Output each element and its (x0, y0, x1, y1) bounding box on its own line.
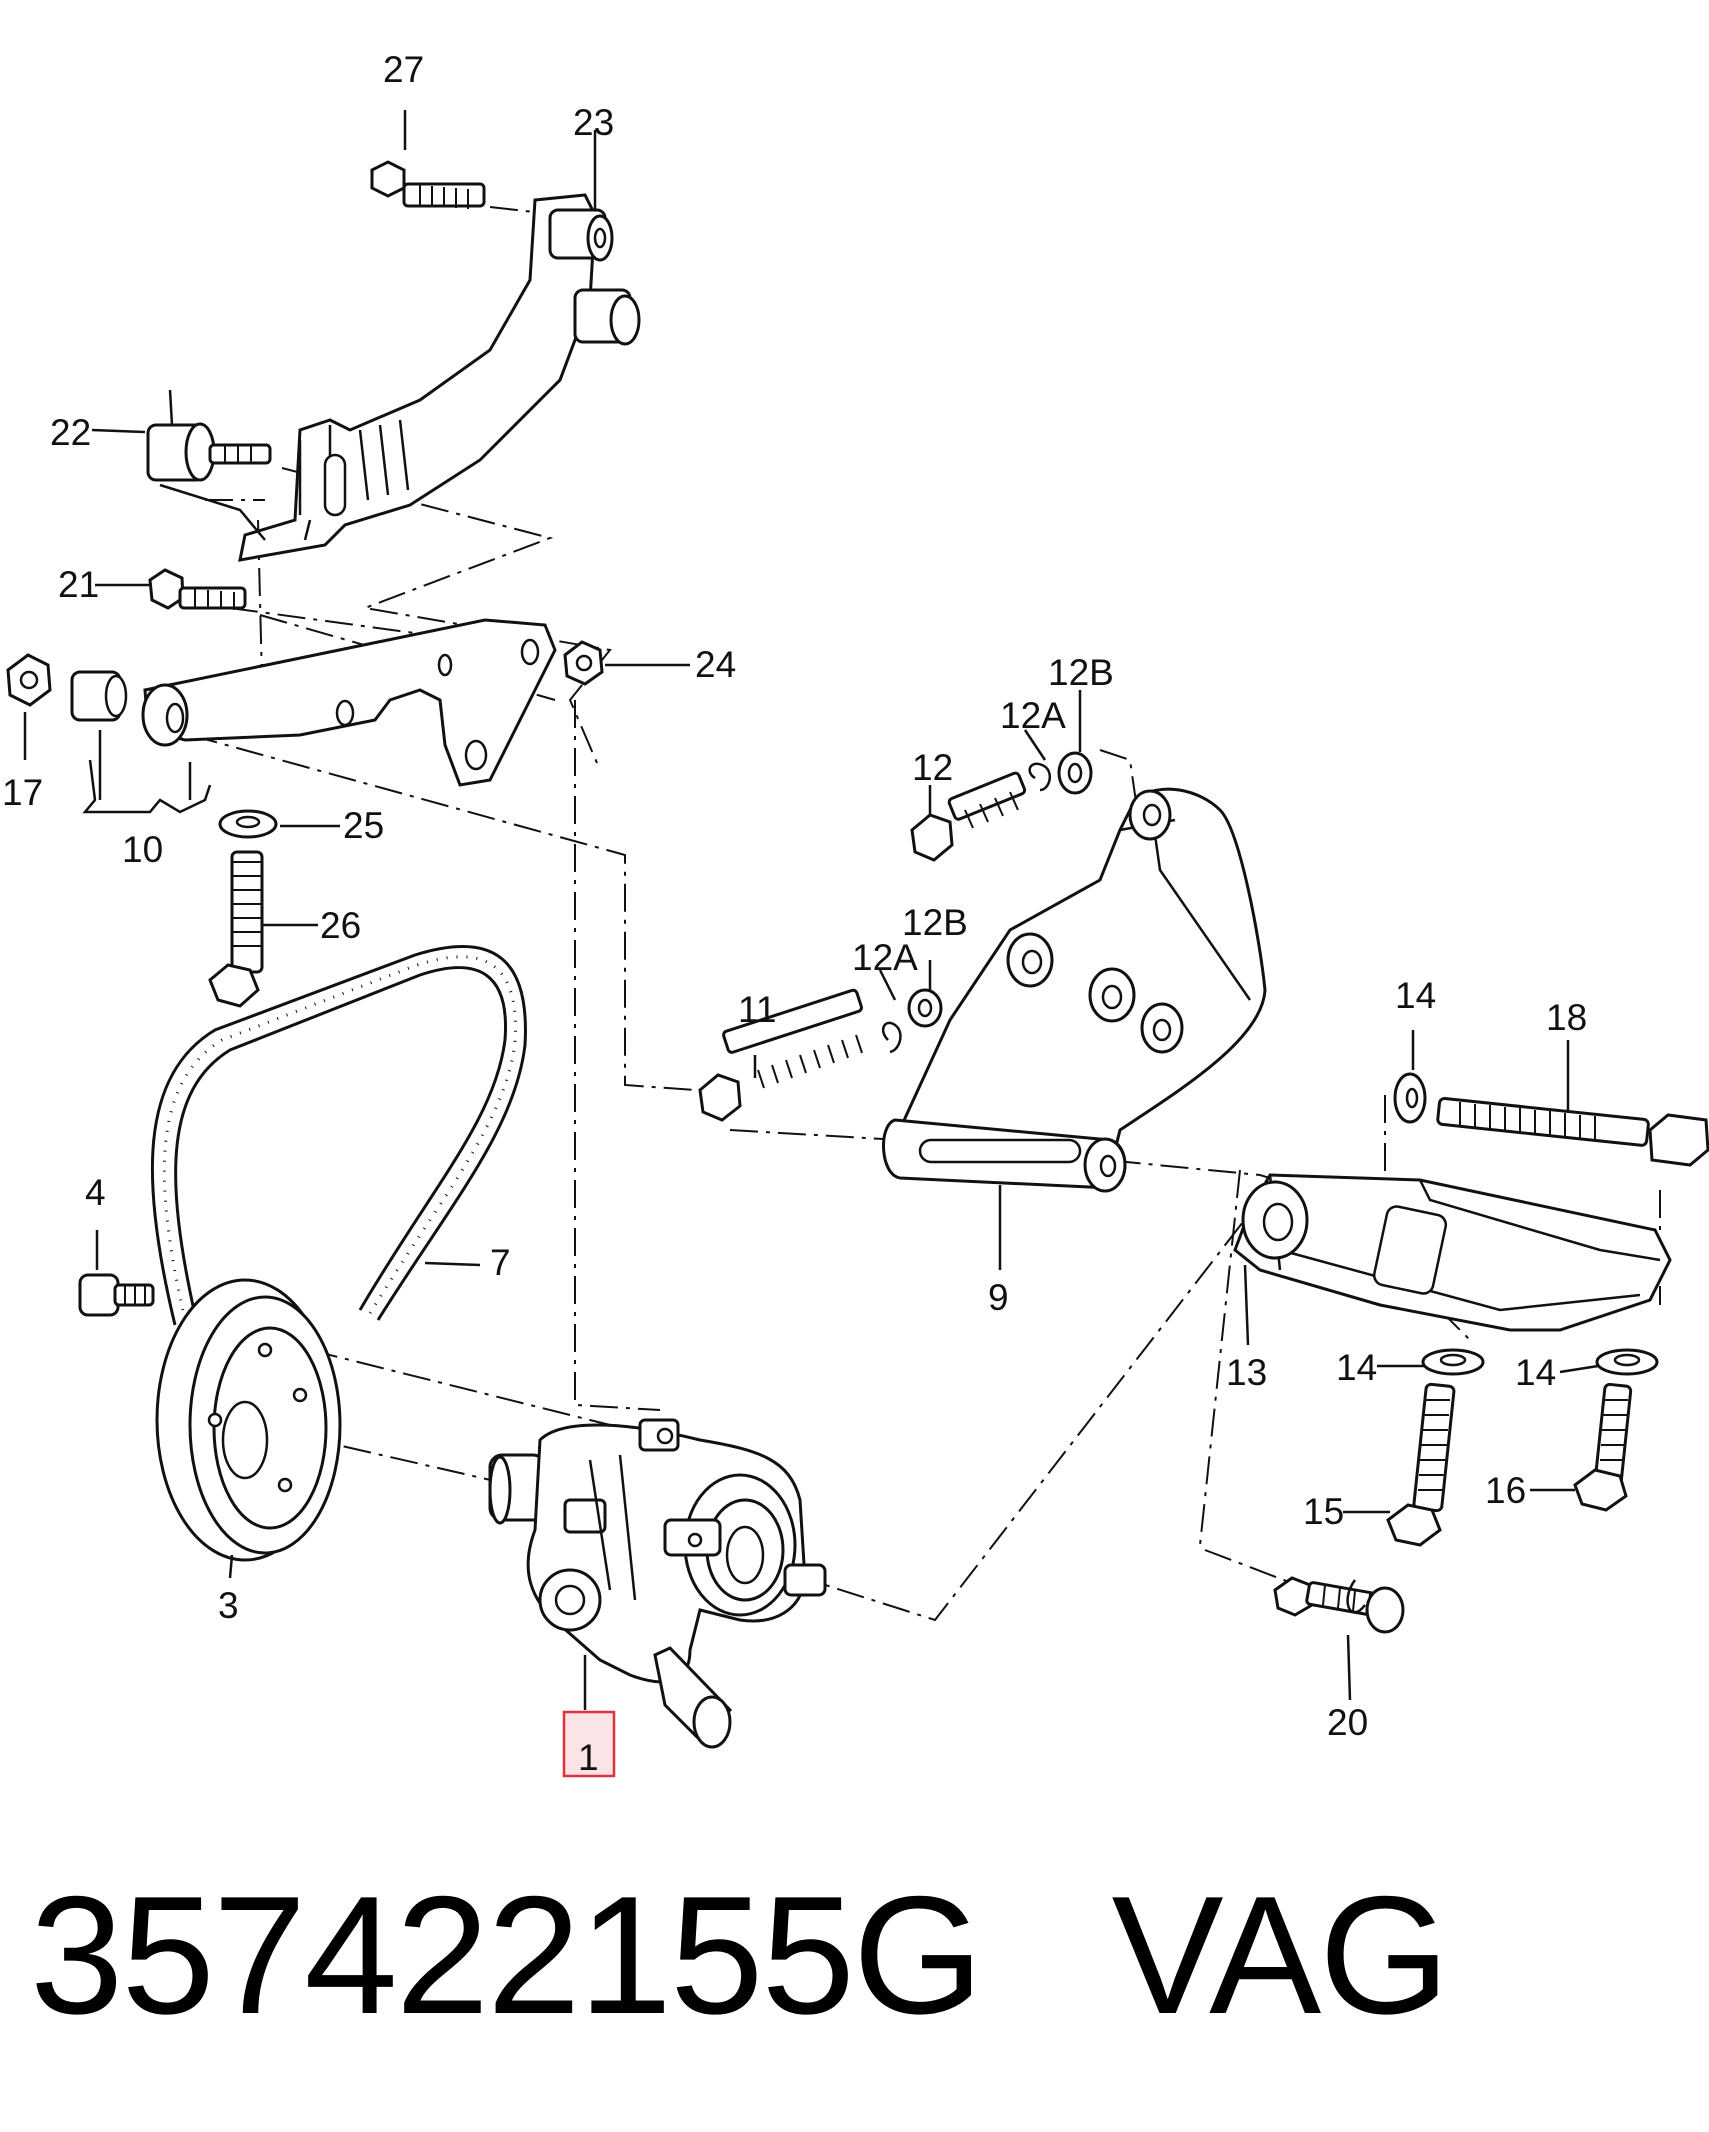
part-number-caption: 357422155G VAG (30, 1855, 1690, 2055)
callout-12A-mid: 12A (852, 937, 918, 978)
callout-22: 22 (50, 412, 91, 453)
callout-23: 23 (573, 102, 614, 143)
pulley (78, 1273, 342, 1562)
callout-14-top: 14 (1395, 975, 1436, 1016)
callout-15: 15 (1303, 1491, 1344, 1532)
upper-bracket (146, 160, 641, 562)
callout-12B-top: 12B (1048, 652, 1114, 693)
callout-12B-mid: 12B (902, 902, 968, 943)
middle-bracket (6, 568, 604, 1008)
callout-4: 4 (85, 1172, 106, 1213)
callout-12: 12 (912, 747, 953, 788)
brand-name: VAG (1111, 1861, 1450, 2049)
callout-10: 10 (122, 829, 163, 870)
v-belt (150, 945, 527, 1326)
callout-9: 9 (988, 1277, 1009, 1318)
callout-11: 11 (738, 989, 776, 1030)
leader-lines (23, 110, 1599, 1710)
callout-labels: 27 23 22 21 24 17 10 25 26 12B 12A 12 12… (2, 49, 1587, 1778)
callout-27: 27 (383, 49, 424, 90)
callout-3: 3 (218, 1585, 239, 1626)
callout-12A-top: 12A (1000, 695, 1066, 736)
callout-21: 21 (58, 564, 99, 605)
power-steering-pump (488, 1418, 827, 1749)
callout-1: 1 (578, 1737, 599, 1778)
exploded-parts-diagram: 27 23 22 21 24 17 10 25 26 12B 12A 12 12… (2, 49, 1709, 1778)
callout-17: 17 (2, 772, 43, 813)
callout-20: 20 (1327, 1702, 1368, 1743)
callout-13: 13 (1226, 1352, 1267, 1393)
callout-14-right: 14 (1515, 1352, 1556, 1393)
callout-16: 16 (1485, 1470, 1526, 1511)
tensioner-bracket (1233, 1072, 1709, 1634)
callout-25: 25 (343, 805, 384, 846)
highlight-box-part-1 (562, 1710, 616, 1778)
callout-24: 24 (695, 644, 736, 685)
pump-bracket (698, 751, 1267, 1193)
callout-18: 18 (1546, 997, 1587, 1038)
callout-14-left: 14 (1336, 1347, 1377, 1388)
callout-7: 7 (490, 1242, 511, 1283)
part-number: 357422155G (30, 1861, 984, 2049)
callout-26: 26 (320, 905, 361, 946)
